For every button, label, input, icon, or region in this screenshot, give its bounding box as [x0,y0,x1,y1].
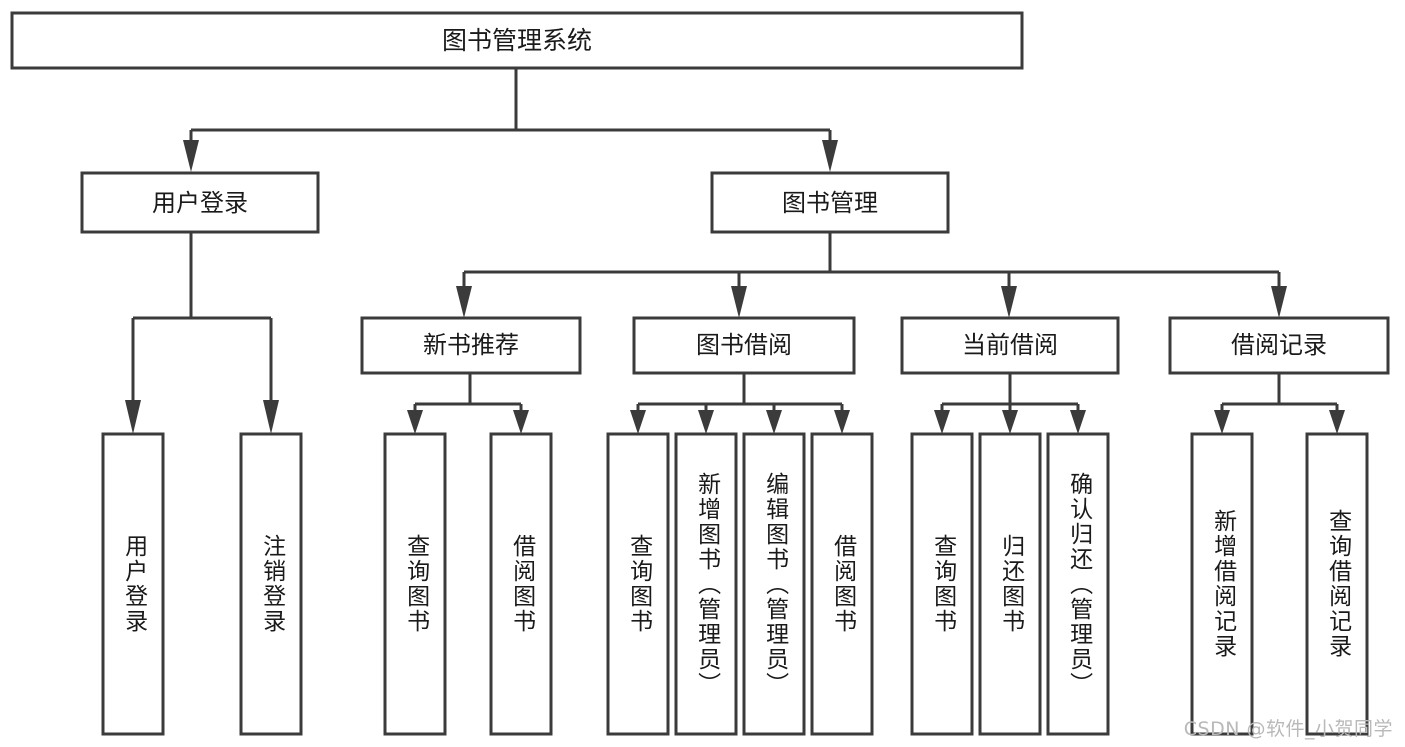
connector-group-book-manage [456,232,1287,318]
leaf-boxes-user-login [101,432,303,736]
connector-group-user-login [125,232,279,434]
arrow-head-currentborrow-leaf-1 [934,410,950,434]
node-new-book-recommend-label: 新书推荐 [423,331,519,359]
node-current-borrow[interactable]: 当前借阅 [900,316,1120,375]
arrow-head-bookborrow-leaf-4 [834,410,850,434]
arrow-head-new-book [456,286,472,318]
node-new-book-recommend-rect[interactable] [360,316,582,375]
node-book-borrow-label: 图书借阅 [696,331,792,359]
arrow-head-newbook-leaf-2 [513,410,529,434]
node-root[interactable]: 图书管理系统 [10,11,1024,70]
leaf-rect-logout-login[interactable] [239,432,303,736]
leaf-boxes-book-borrow [606,432,874,736]
leaf-boxes-borrow-record [1190,432,1369,736]
connector-group-book-borrow [630,373,850,434]
node-book-manage-label: 图书管理 [782,189,878,217]
leaf-rect-add-book-admin[interactable] [674,432,738,736]
node-new-book-recommend[interactable]: 新书推荐 [360,316,582,375]
node-borrow-record[interactable]: 借阅记录 [1168,316,1390,375]
arrow-head-leaf-user-login [125,400,141,434]
node-book-borrow[interactable]: 图书借阅 [632,316,856,375]
connector-group-root [183,68,838,172]
arrow-head-borrow-record [1271,286,1287,318]
node-root-rect[interactable] [10,11,1024,70]
leaf-rect-edit-book-admin[interactable] [742,432,806,736]
node-book-manage-rect[interactable] [710,171,950,234]
leaf-rect-user-login[interactable] [101,432,165,736]
arrow-head-borrowrecord-leaf-1 [1214,410,1230,434]
arrow-head-leaf-logout [263,400,279,434]
leaf-rect-add-borrow-record[interactable] [1190,432,1254,736]
arrow-head-user-login [183,140,199,172]
arrow-head-current-borrow [1001,286,1017,318]
leaf-rect-query-book-c[interactable] [910,432,974,736]
connector-group-borrow-record [1214,373,1345,434]
arrow-head-book-borrow [731,286,747,318]
arrow-head-currentborrow-leaf-3 [1070,410,1086,434]
node-root-label: 图书管理系统 [442,26,592,55]
node-borrow-record-label: 借阅记录 [1231,331,1327,359]
node-book-borrow-rect[interactable] [632,316,856,375]
arrow-head-book-manage [822,140,838,172]
connector-group-current-borrow [934,373,1086,434]
leaf-rect-return-book[interactable] [978,432,1042,736]
node-current-borrow-rect[interactable] [900,316,1120,375]
node-user-login-rect[interactable] [80,171,320,234]
node-borrow-record-rect[interactable] [1168,316,1390,375]
arrow-head-borrowrecord-leaf-2 [1329,410,1345,434]
leaf-rect-borrow-book-b[interactable] [810,432,874,736]
node-current-borrow-label: 当前借阅 [962,331,1058,359]
node-book-manage[interactable]: 图书管理 [710,171,950,234]
leaf-boxes-new-book-recommend [383,432,553,736]
leaf-rect-query-borrow-record[interactable] [1305,432,1369,736]
node-user-login-label: 用户登录 [152,189,248,217]
leaf-rect-confirm-return-admin[interactable] [1046,432,1110,736]
leaf-rect-query-book-a[interactable] [383,432,447,736]
connector-group-new-book [407,373,529,434]
arrow-head-bookborrow-leaf-1 [630,410,646,434]
leaf-boxes-current-borrow [910,432,1110,736]
watermark-text: CSDN @软件_小贺同学 [1183,718,1393,740]
arrow-head-bookborrow-leaf-2 [698,410,714,434]
arrow-head-bookborrow-leaf-3 [766,410,782,434]
leaf-rect-query-book-b[interactable] [606,432,670,736]
arrow-head-newbook-leaf-1 [407,410,423,434]
arrow-head-currentborrow-leaf-2 [1002,410,1018,434]
node-user-login[interactable]: 用户登录 [80,171,320,234]
leaf-rect-borrow-book-a[interactable] [489,432,553,736]
